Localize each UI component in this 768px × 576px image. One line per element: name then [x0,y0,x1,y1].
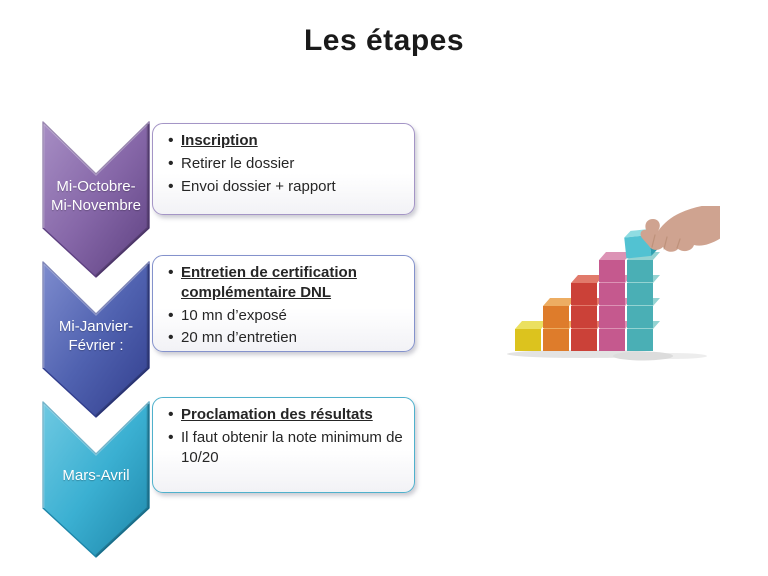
chevron-label-line1: Mars-Avril [62,467,130,485]
bullet: Proclamation des résultats [168,404,406,425]
bullet-list: Entretien de certification complémentair… [153,256,414,355]
slide-title: Les étapes [303,24,465,57]
bullet-list: Proclamation des résultats Il faut obten… [153,398,414,474]
chevron-label-line2: Février : [68,337,124,354]
step-1: Mi-Octobre- Mi-Novembre Inscription Reti… [42,121,462,281]
bullet-text: Retirer le dossier [181,154,295,172]
step-1-chevron: Mi-Octobre- Mi-Novembre [42,121,150,279]
bullet-text: Il faut obtenir la note minimum de 10/20 [181,428,403,466]
step-2: Mi-Janvier- Février : Entretien de certi… [42,255,462,421]
bullet-text: Envoi dossier + rapport [181,177,336,195]
chevron-down-shape [42,401,150,558]
chevron-label-line2: Mi-Novembre [50,197,141,214]
bullet-text: 10 mn d’exposé [181,306,287,324]
step-3-box: Proclamation des résultats Il faut obten… [152,397,415,493]
bullet-text: Proclamation des résultats [181,406,373,423]
step-2-box: Entretien de certification complémentair… [152,255,415,352]
chevron-label-line1: Mi-Octobre- [56,177,136,195]
bullet: Inscription [168,130,406,151]
step-3-label: Mars-Avril [42,451,150,501]
bullet-list: Inscription Retirer le dossier Envoi dos… [153,124,414,203]
step-2-label: Mi-Janvier- Février : [42,311,150,361]
bullet: 10 mn d’exposé [168,305,406,326]
bullet: Envoi dossier + rapport [168,176,406,197]
chevron-label-line1: Mi-Janvier- [58,317,134,335]
bullet-text: Inscription [181,132,258,149]
bullet-text: 20 mn d’entretien [181,329,297,347]
bullet: 20 mn d’entretien [168,327,406,348]
step-1-label: Mi-Octobre- Mi-Novembre [42,171,150,221]
step-3-chevron: Mars-Avril [42,401,150,559]
chevron-down-shape [42,261,150,418]
step-1-box: Inscription Retirer le dossier Envoi dos… [152,123,415,215]
bullet: Entretien de certification complémentair… [168,262,406,303]
step-2-chevron: Mi-Janvier- Février : [42,261,150,419]
step-3: Mars-Avril Proclamation des résultats Il… [42,397,462,561]
stairs-cubes-svg [507,206,720,361]
hand-stacking-cubes-image [505,206,720,369]
bullet: Retirer le dossier [168,153,406,174]
bullet: Il faut obtenir la note minimum de 10/20 [168,427,406,468]
bullet-text: Entretien de certification complémentair… [181,264,357,301]
chevron-down-shape [42,121,150,278]
